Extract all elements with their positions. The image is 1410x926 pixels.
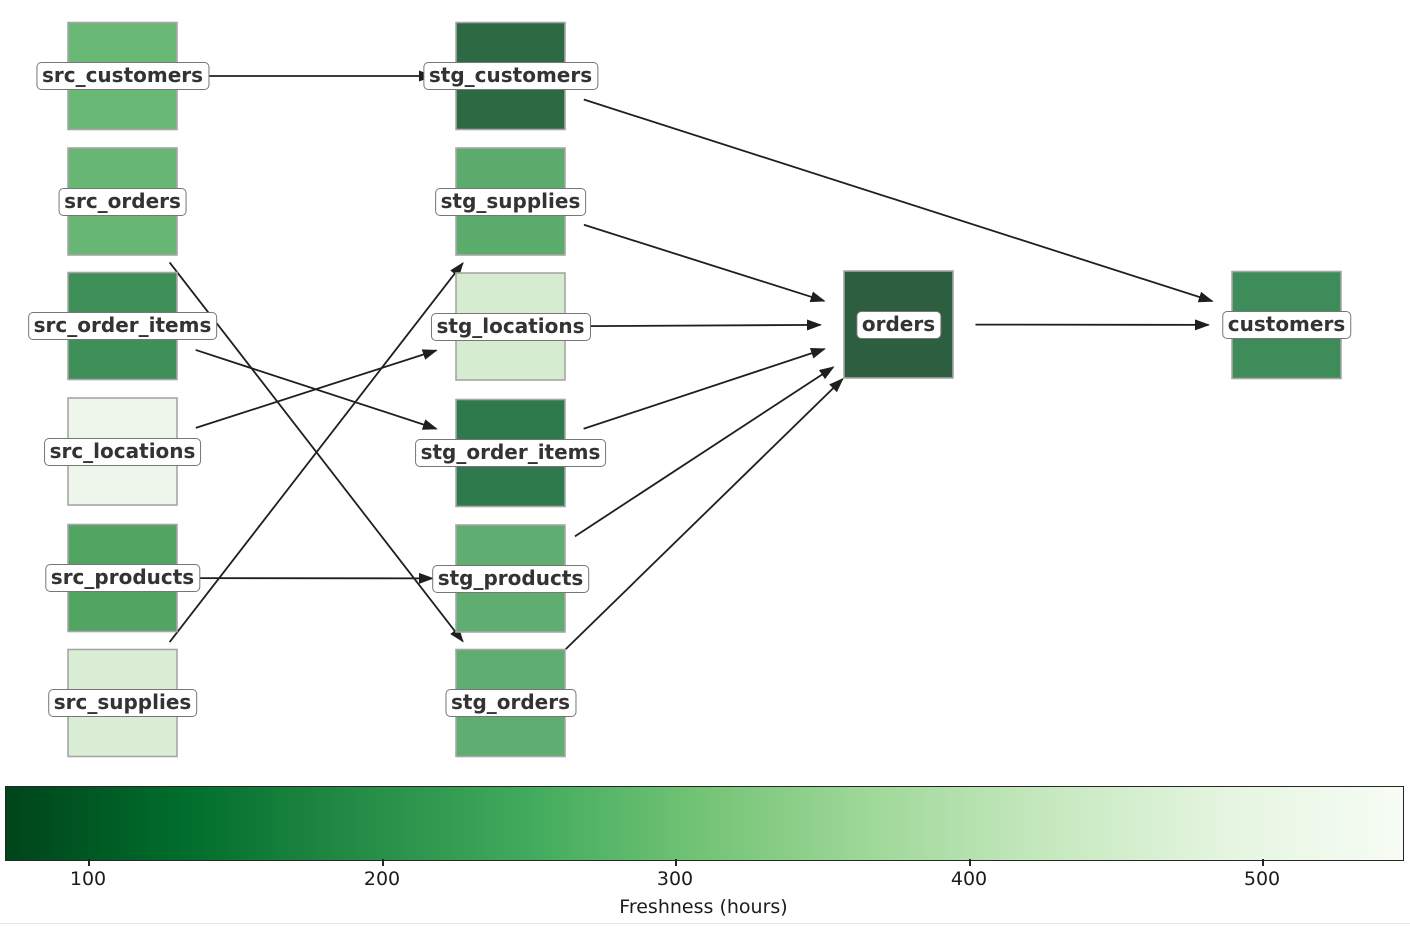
node-label-src_customers: src_customers [35, 62, 210, 90]
node-label-src_orders: src_orders [58, 187, 187, 216]
edge-src_locations-to-stg_locations [195, 349, 438, 429]
node-label-stg_supplies: stg_supplies [434, 187, 587, 216]
edge-stg_customers-to-customers [583, 98, 1214, 303]
edge-stg_products-to-orders [574, 366, 835, 538]
node-label-src_supplies: src_supplies [47, 689, 198, 717]
colorbar-tick-label-500: 500 [1243, 868, 1281, 890]
node-label-src_products: src_products [44, 564, 201, 592]
colorbar-tick-400 [969, 859, 971, 866]
node-label-stg_orders: stg_orders [444, 689, 577, 717]
node-label-orders: orders [855, 310, 942, 339]
colorbar-tick-label-100: 100 [69, 868, 107, 890]
colorbar-tick-label-300: 300 [656, 868, 694, 890]
colorbar-tick-200 [382, 859, 384, 866]
node-label-stg_locations: stg_locations [430, 312, 591, 341]
colorbar-tick-label-200: 200 [363, 868, 401, 890]
colorbar-tick-100 [88, 859, 90, 866]
node-label-customers: customers [1221, 311, 1352, 339]
edge-src_supplies-to-stg_supplies [168, 262, 464, 643]
node-label-src_order_items: src_order_items [27, 312, 218, 340]
node-label-stg_order_items: stg_order_items [414, 439, 607, 467]
colorbar-tick-300 [675, 859, 677, 866]
colorbar-axis-label: Freshness (hours) [619, 896, 788, 918]
edge-stg_order_items-to-orders [583, 348, 826, 430]
colorbar-tick-500 [1262, 859, 1264, 866]
edge-stg_locations-to-orders [587, 319, 823, 331]
figure-bottom-border [0, 923, 1410, 924]
colorbar-tick-label-400: 400 [950, 868, 988, 890]
colorbar-gradient [5, 786, 1404, 861]
node-label-src_locations: src_locations [43, 437, 202, 466]
edge-stg_supplies-to-orders [583, 223, 826, 303]
node-label-stg_customers: stg_customers [422, 62, 599, 90]
node-label-stg_products: stg_products [431, 564, 590, 593]
edge-stg_orders-to-orders [564, 377, 844, 650]
